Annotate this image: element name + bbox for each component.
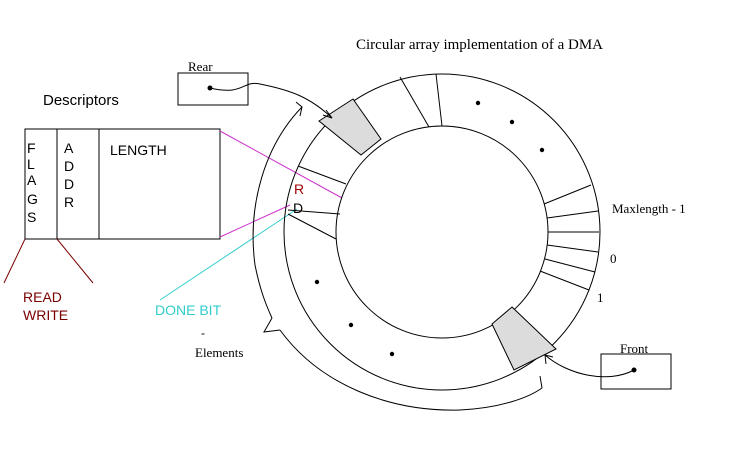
read-label: READ: [23, 289, 62, 305]
flags-field: F L A G S: [27, 140, 38, 225]
addr-letter: R: [64, 194, 74, 210]
ellipsis-dot: [509, 119, 515, 125]
addr-letter: A: [64, 140, 74, 156]
elements-brace: [252, 101, 543, 411]
front-label: Front: [620, 341, 649, 356]
flags-letter: S: [27, 209, 36, 225]
ellipsis-dot: [348, 322, 354, 328]
rd-letter: R: [294, 181, 304, 197]
elements-dash: -: [201, 326, 205, 340]
rear-slot: [318, 98, 382, 156]
ellipsis-dot: [314, 279, 320, 285]
read-write-line: [56, 238, 94, 284]
diagram-title: Circular array implementation of a DMA: [356, 37, 603, 53]
descriptor-link-line: [219, 130, 343, 199]
addr-field: A D D R: [64, 140, 74, 210]
descriptors-label: Descriptors: [43, 92, 119, 109]
front-pointer: Front: [544, 341, 672, 390]
ellipsis-dot: [539, 147, 545, 153]
ellipsis-dots: [314, 100, 545, 357]
descriptor-box: [24, 128, 221, 240]
ellipsis-dot: [475, 100, 481, 106]
flags-letter: A: [27, 172, 37, 188]
addr-letter: D: [64, 176, 74, 192]
maxlength-label: Maxlength - 1: [612, 201, 686, 216]
rd-letter: D: [293, 200, 303, 216]
front-arrow: [544, 354, 635, 378]
flags-letter: L: [27, 156, 35, 172]
ellipsis-dot: [389, 351, 395, 357]
rear-pointer: Rear: [177, 59, 333, 119]
done-bit-label: DONE BIT: [155, 302, 222, 318]
descriptor-link-line: [219, 204, 291, 238]
write-label: WRITE: [23, 307, 68, 323]
rear-label: Rear: [188, 59, 213, 74]
addr-letter: D: [64, 158, 74, 174]
front-slot: [491, 306, 557, 371]
slot-dividers: [287, 73, 599, 291]
index-one-label: 1: [597, 290, 604, 305]
read-write-line: [3, 238, 26, 284]
flags-letter: G: [27, 191, 38, 207]
flags-letter: F: [27, 140, 36, 156]
index-zero-label: 0: [610, 251, 617, 266]
length-field: LENGTH: [110, 142, 167, 158]
elements-label: Elements: [195, 345, 243, 360]
done-bit-line: [159, 208, 298, 301]
rear-arrow: [209, 82, 333, 119]
